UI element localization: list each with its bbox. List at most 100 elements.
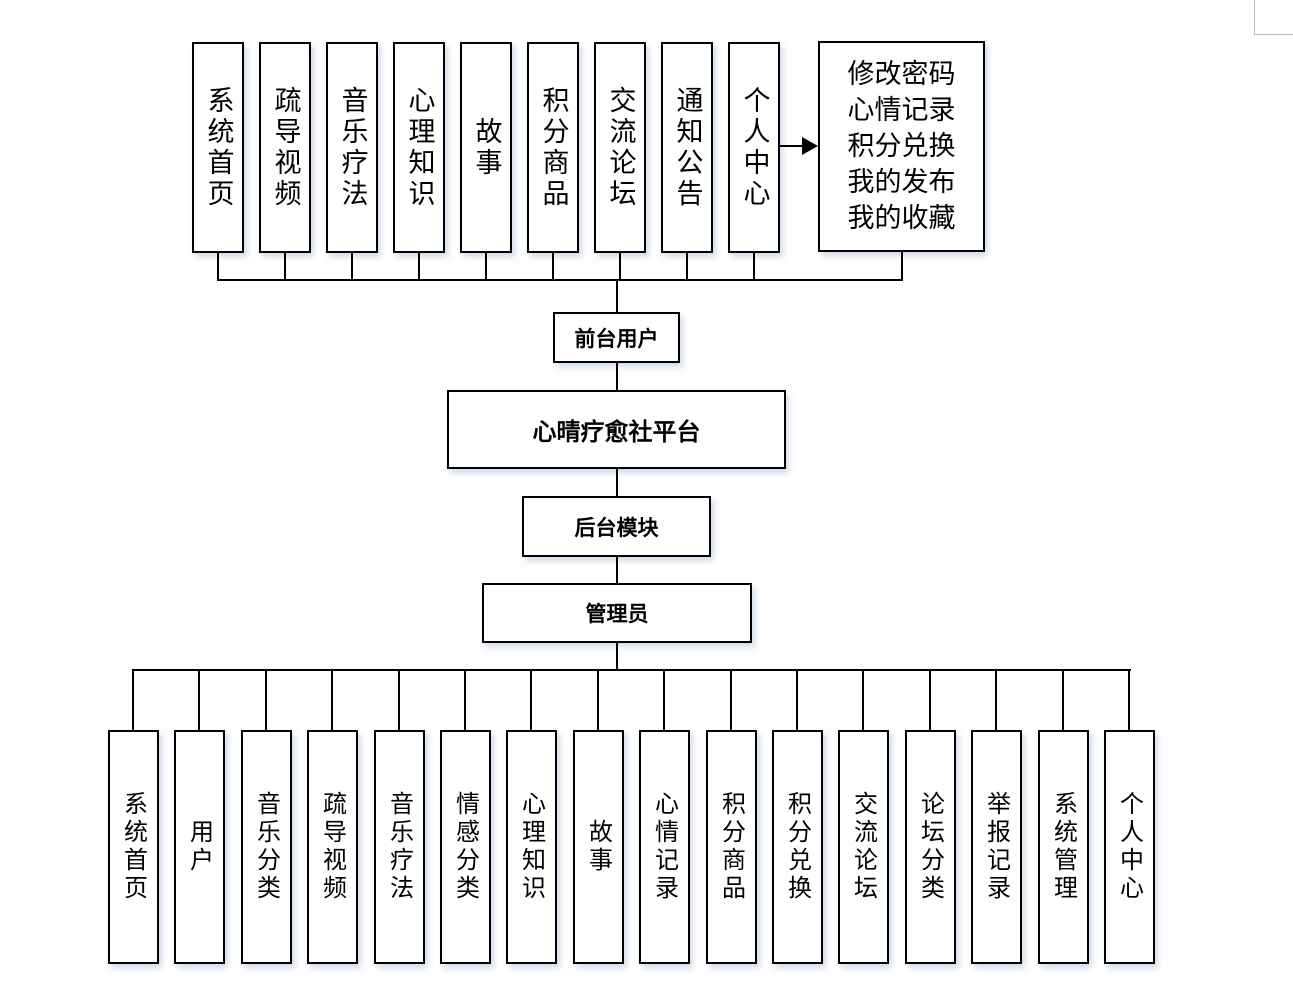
admin-module-label: 积分商品 — [717, 791, 746, 903]
front-module-label: 通知公告 — [671, 85, 703, 210]
connector — [995, 670, 997, 730]
connector — [552, 253, 554, 280]
front-module-label: 系统首页 — [202, 85, 234, 210]
admin-module-label: 个人中心 — [1115, 791, 1144, 903]
admin-module-label: 系统管理 — [1049, 791, 1078, 903]
connector — [901, 252, 903, 281]
front-module-label: 个人中心 — [738, 85, 770, 210]
front-module-box: 通知公告 — [661, 42, 713, 253]
front-module-label: 积分商品 — [537, 85, 569, 210]
backend-node: 后台模块 — [522, 496, 711, 557]
connector — [265, 670, 267, 730]
admin-module-box: 举报记录 — [971, 730, 1022, 964]
admin-module-label: 交流论坛 — [849, 791, 878, 903]
admin-module-label: 故事 — [584, 819, 613, 875]
submenu-item: 我的收藏 — [847, 202, 956, 234]
admin-module-label: 系统首页 — [119, 791, 148, 903]
connector — [331, 670, 333, 730]
front-module-box: 疏导视频 — [259, 42, 311, 253]
connector — [351, 253, 353, 280]
front-module-box: 心理知识 — [393, 42, 445, 253]
admin-module-box: 心理知识 — [506, 730, 557, 964]
front-user-label: 前台用户 — [574, 326, 659, 351]
admin-module-box: 积分商品 — [706, 730, 757, 964]
front-module-box: 积分商品 — [527, 42, 579, 253]
connector — [616, 643, 618, 670]
connector — [464, 670, 466, 730]
top-bus-line — [217, 279, 903, 281]
platform-node: 心晴疗愈社平台 — [447, 390, 786, 469]
arrow-line — [780, 145, 804, 147]
admin-module-box: 故事 — [573, 730, 624, 964]
connector — [616, 279, 618, 312]
connector — [217, 253, 219, 280]
front-module-box: 故事 — [460, 42, 512, 253]
admin-module-label: 音乐疗法 — [385, 791, 414, 903]
admin-module-box: 音乐疗法 — [374, 730, 425, 964]
admin-module-box: 心情记录 — [639, 730, 690, 964]
connector — [398, 670, 400, 730]
admin-module-box: 系统首页 — [108, 730, 159, 964]
backend-label: 后台模块 — [574, 515, 659, 540]
connector — [597, 670, 599, 730]
connector — [619, 253, 621, 280]
admin-module-box: 系统管理 — [1038, 730, 1089, 964]
connector — [530, 670, 532, 730]
connector — [929, 670, 931, 730]
admin-module-label: 举报记录 — [982, 791, 1011, 903]
front-module-label: 音乐疗法 — [336, 85, 368, 210]
personal-center-submenu: 修改密码 心情记录 积分兑换 我的发布 我的收藏 — [818, 41, 985, 252]
arrow-head-icon — [802, 137, 818, 155]
admin-module-box: 音乐分类 — [241, 730, 292, 964]
front-module-label: 交流论坛 — [604, 85, 636, 210]
admin-module-label: 心情记录 — [650, 791, 679, 903]
admin-node: 管理员 — [482, 583, 752, 643]
platform-title: 心晴疗愈社平台 — [532, 418, 701, 446]
admin-module-label: 心理知识 — [517, 791, 546, 903]
connector — [796, 670, 798, 730]
connector — [1128, 670, 1130, 730]
submenu-item: 积分兑换 — [847, 130, 956, 162]
connector — [730, 670, 732, 730]
connector — [284, 253, 286, 280]
front-module-label: 疏导视频 — [269, 85, 301, 210]
front-module-box: 音乐疗法 — [326, 42, 378, 253]
connector — [1062, 670, 1064, 730]
admin-module-box: 用户 — [174, 730, 225, 964]
connector — [616, 557, 618, 584]
front-user-node: 前台用户 — [553, 312, 680, 363]
front-module-label: 故事 — [470, 116, 502, 179]
connector — [686, 253, 688, 280]
connector — [862, 670, 864, 730]
admin-module-label: 积分兑换 — [783, 791, 812, 903]
submenu-item: 我的发布 — [847, 166, 956, 198]
front-module-box: 交流论坛 — [594, 42, 646, 253]
admin-module-box: 情感分类 — [440, 730, 491, 964]
connector — [753, 253, 755, 280]
admin-module-box: 论坛分类 — [905, 730, 956, 964]
bottom-bus-line — [132, 669, 1131, 671]
admin-module-label: 音乐分类 — [252, 791, 281, 903]
connector — [418, 253, 420, 280]
front-module-box: 个人中心 — [728, 42, 780, 253]
admin-module-label: 论坛分类 — [916, 791, 945, 903]
admin-module-label: 疏导视频 — [318, 791, 347, 903]
connector — [616, 469, 618, 497]
connector — [132, 670, 134, 730]
connector — [616, 363, 618, 391]
admin-label: 管理员 — [585, 602, 649, 626]
connector — [663, 670, 665, 730]
admin-module-label: 情感分类 — [451, 791, 480, 903]
admin-module-box: 疏导视频 — [307, 730, 358, 964]
page-corner-mark — [1254, 0, 1293, 35]
admin-module-box: 个人中心 — [1104, 730, 1155, 964]
admin-module-label: 用户 — [185, 819, 214, 875]
connector — [485, 253, 487, 280]
submenu-item: 心情记录 — [847, 94, 956, 126]
connector — [198, 670, 200, 730]
front-module-label: 心理知识 — [403, 85, 435, 210]
admin-module-box: 积分兑换 — [772, 730, 823, 964]
submenu-item: 修改密码 — [847, 58, 956, 90]
front-module-box: 系统首页 — [192, 42, 244, 253]
admin-module-box: 交流论坛 — [838, 730, 889, 964]
